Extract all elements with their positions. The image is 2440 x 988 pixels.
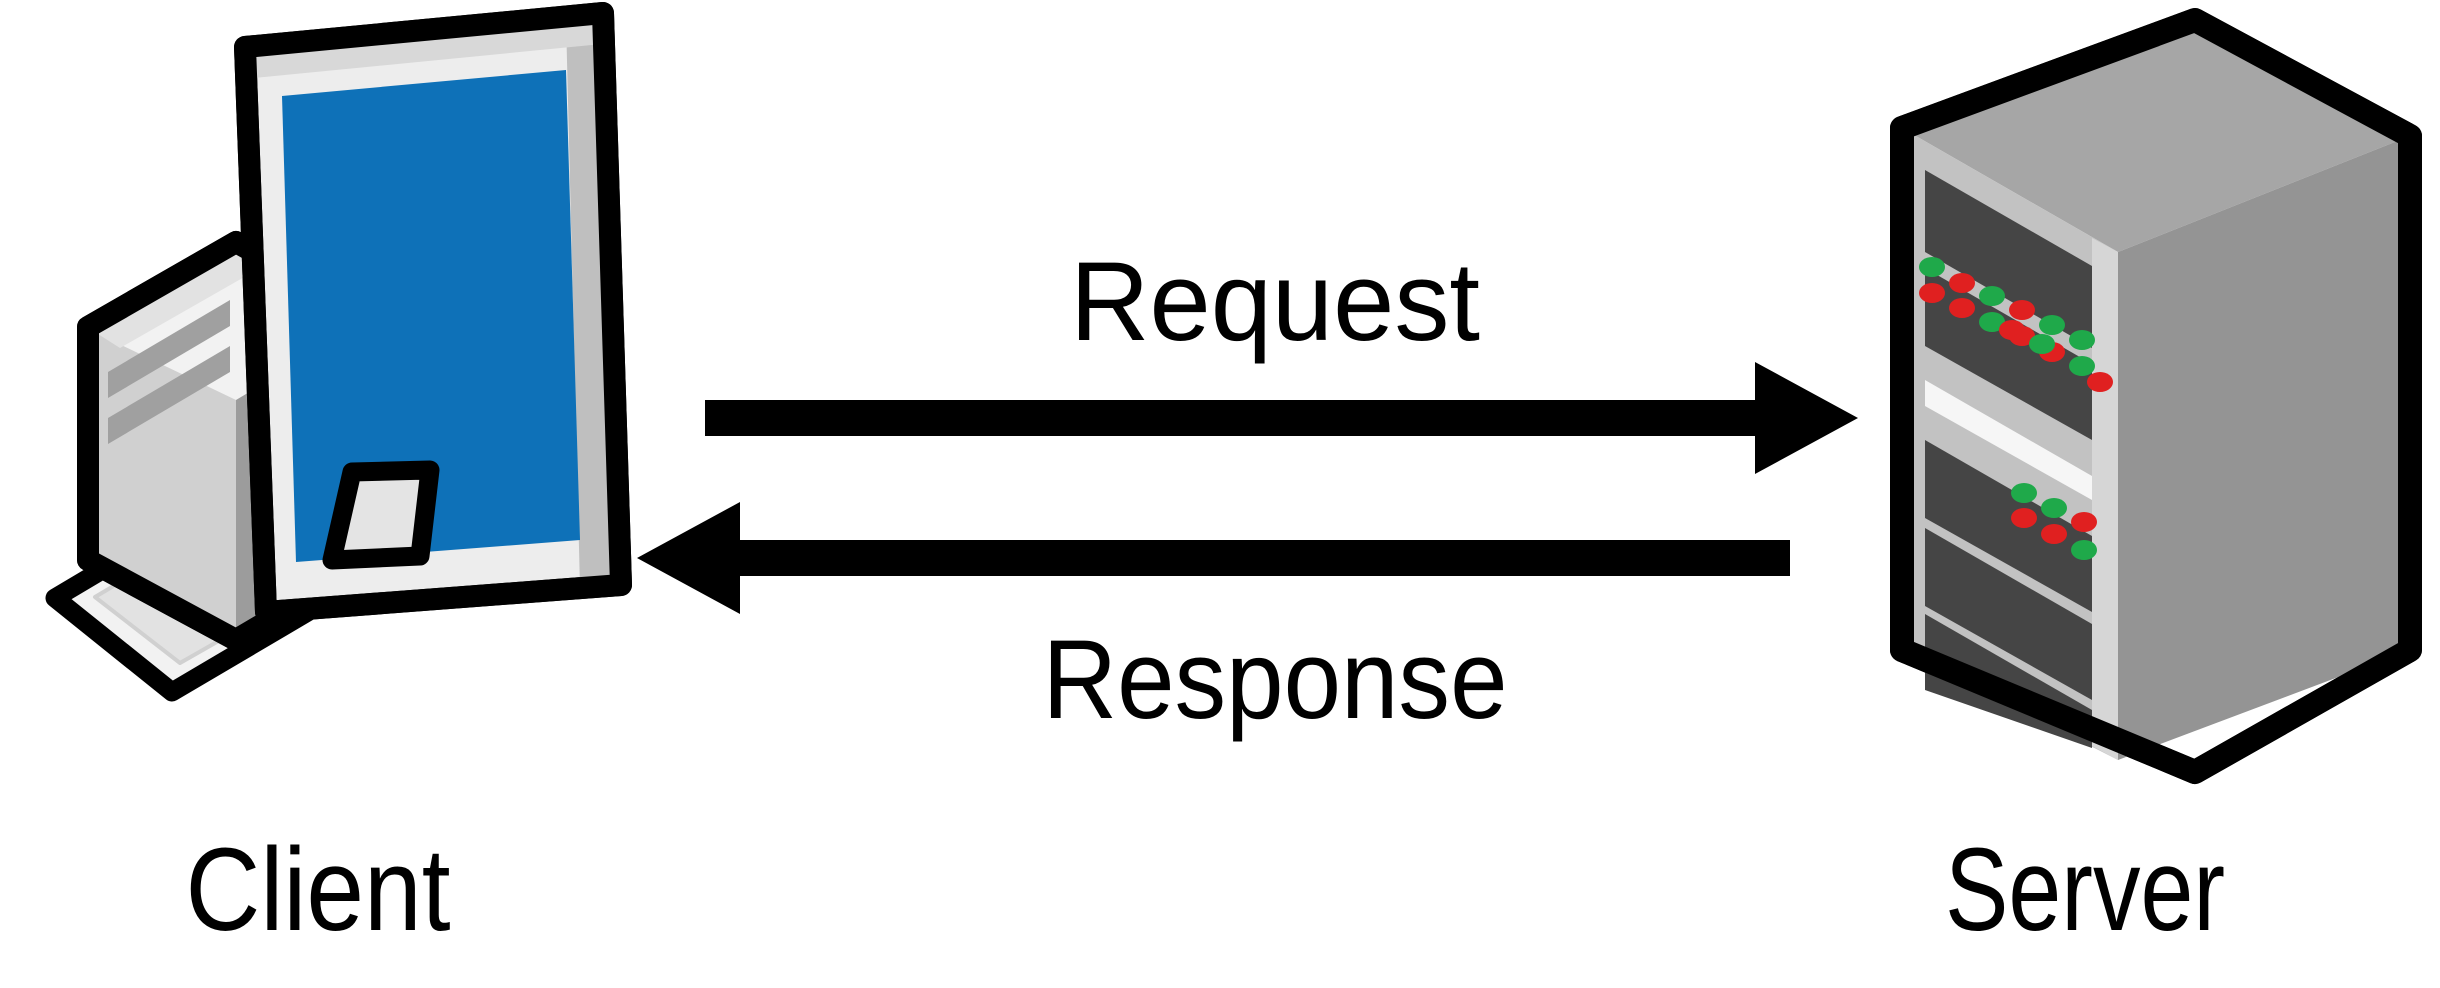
response-arrow xyxy=(637,502,1790,614)
node-label-server: Server xyxy=(1945,824,2225,956)
node-label-client: Client xyxy=(186,824,451,956)
request-arrow xyxy=(705,362,1858,474)
edge-label-response: Response xyxy=(1043,617,1508,742)
server-status-leds-upper xyxy=(1919,257,2113,392)
client-icon xyxy=(45,2,632,702)
monitor-neck xyxy=(322,460,440,570)
server-status-leds-lower xyxy=(2011,483,2097,560)
monitor-icon xyxy=(234,2,632,623)
server-icon xyxy=(1890,8,2422,784)
edge-label-request: Request xyxy=(1070,239,1480,364)
